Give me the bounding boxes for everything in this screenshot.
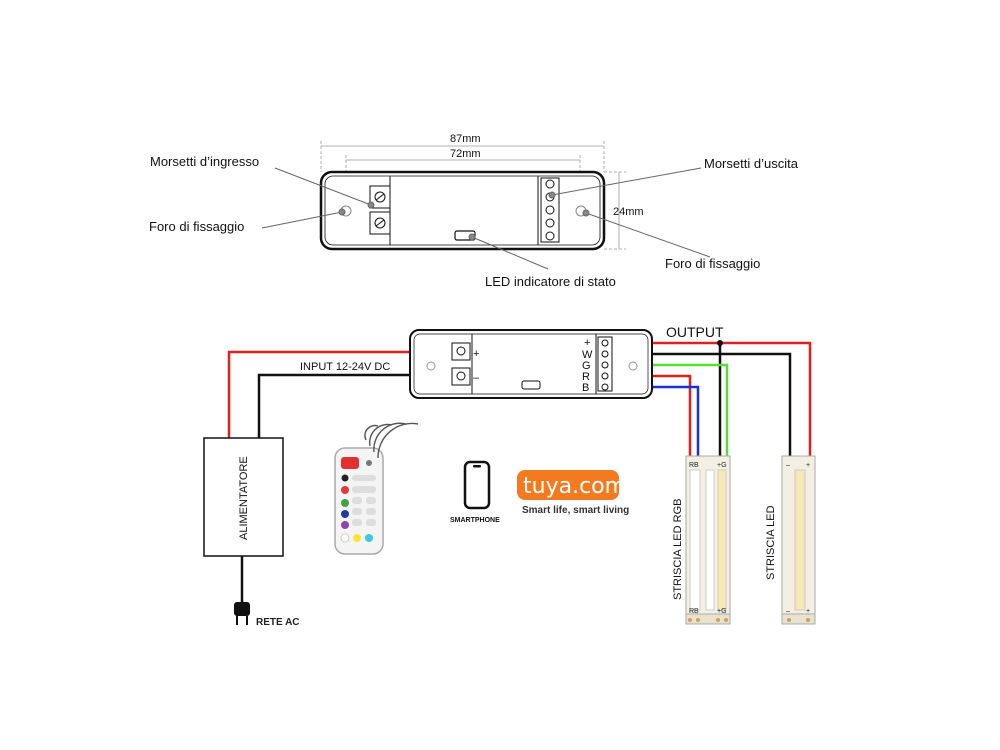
- strip-single-pin-minus-bottom: –: [786, 608, 790, 615]
- callout-output-terminals: Morsetti d’uscita: [704, 156, 799, 171]
- wire-input-positive: [227, 350, 458, 438]
- wire-out-positive: [606, 341, 812, 456]
- tuya-tagline: Smart life, smart living: [522, 505, 629, 516]
- mains-label: RETE AC: [256, 617, 300, 628]
- power-supply-box: [203, 437, 284, 557]
- tuya-cloud-icon: [517, 470, 619, 500]
- pin-label-b: B: [582, 382, 589, 394]
- dim-length-outer: 87mm: [450, 133, 481, 145]
- pin-label-w: W: [582, 349, 593, 361]
- strip-single-label: STRISCIA LED: [765, 505, 777, 580]
- remote-control-icon: [334, 447, 384, 555]
- pin-label-g: G: [582, 360, 591, 372]
- tuya-logo: tuya.com Smart life, smart living: [517, 470, 629, 516]
- output-pin-labels: + W G R B: [582, 337, 593, 394]
- input-voltage-label: INPUT 12-24V DC: [300, 361, 390, 373]
- strip-rgb-pin-rb-bottom: RB: [689, 608, 699, 615]
- status-led-window-wiring: [521, 380, 541, 390]
- controller-housing-top: [319, 170, 606, 251]
- pin-label-r: R: [582, 371, 590, 383]
- wires: [227, 340, 812, 456]
- wifi-signal-icon: [364, 422, 419, 459]
- strip-single-pin-plus-top: +: [806, 462, 810, 469]
- strip-single-pin-plus-bottom: +: [806, 608, 810, 615]
- strip-rgb-label: STRISCIA LED RGB: [672, 499, 684, 600]
- led-strip-single: [781, 455, 816, 625]
- wire-input-negative: [257, 373, 458, 438]
- dim-length-inner: 72mm: [450, 148, 481, 160]
- input-terminal-block: [369, 185, 391, 235]
- wire-out-white: [606, 352, 792, 456]
- led-strip-rgb: [685, 455, 731, 625]
- output-label: OUTPUT: [666, 324, 724, 340]
- strip-rgb-pin-g-bottom: +G: [717, 608, 727, 615]
- callout-lines: [261, 167, 711, 270]
- dim-height: 24mm: [613, 206, 644, 218]
- controller-wiring-view: [409, 329, 653, 399]
- callout-input-terminals: Morsetti d’ingresso: [150, 154, 259, 169]
- pin-label-plus: +: [584, 337, 590, 349]
- callout-mount-hole-right: Foro di fissaggio: [665, 256, 760, 271]
- callout-status-led: LED indicatore di stato: [485, 274, 616, 289]
- strip-single-pin-minus-top: –: [786, 462, 790, 469]
- smartphone-icon: [463, 460, 491, 510]
- input-plus-sign: +: [473, 348, 479, 360]
- input-minus-sign: –: [473, 372, 480, 384]
- power-supply-label: ALIMENTATORE: [238, 456, 250, 540]
- strip-rgb-pin-g-top: +G: [717, 462, 727, 469]
- callout-mount-hole-left: Foro di fissaggio: [149, 219, 244, 234]
- controller-top-view: 87mm 72mm 24mm: [149, 133, 799, 289]
- smartphone-label: SMARTPHONE: [450, 517, 500, 524]
- tuya-brand-text: tuya.com: [523, 474, 626, 499]
- output-terminal-block: [540, 177, 560, 243]
- ac-plug-icon: [234, 602, 250, 625]
- wiring-section: + – + W G R B INPUT 12-24V DC OUTPUT ALI…: [203, 324, 816, 628]
- strip-rgb-pin-rb-top: RB: [689, 462, 699, 469]
